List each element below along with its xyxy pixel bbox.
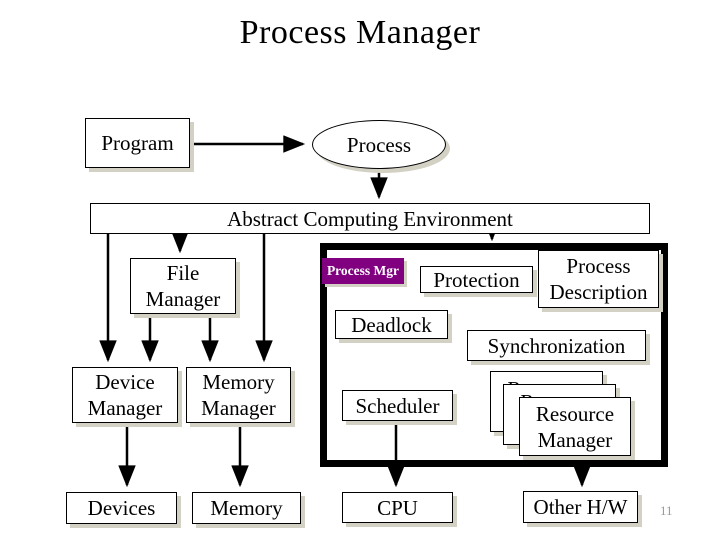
memory-manager-line1: Memory <box>202 370 275 394</box>
device-manager-box: Device Manager <box>72 367 178 423</box>
device-manager-line1: Device <box>95 370 155 394</box>
protection-label: Protection <box>433 267 520 292</box>
devices-box: Devices <box>66 492 177 524</box>
program-box: Program <box>85 118 190 168</box>
scheduler-label: Scheduler <box>355 393 440 418</box>
devices-label: Devices <box>87 496 156 520</box>
abstract-computing-environment-label: Abstract Computing Environment <box>227 206 513 231</box>
process-label: Process <box>346 132 412 157</box>
deadlock-box: Deadlock <box>335 310 448 339</box>
file-manager-line2: Manager <box>145 287 221 311</box>
resource-manager-box: Resource Manager <box>519 397 631 456</box>
memory-box: Memory <box>192 492 301 524</box>
process-description-line2: Description <box>549 280 648 304</box>
synchronization-box: Synchronization <box>467 330 646 361</box>
file-manager-line1: File <box>166 261 200 285</box>
scheduler-box: Scheduler <box>342 390 453 421</box>
deadlock-label: Deadlock <box>351 312 432 337</box>
other-hw-box: Other H/W <box>523 491 638 523</box>
file-manager-box: File Manager <box>130 258 236 314</box>
memory-manager-line2: Manager <box>201 396 276 420</box>
process-description-line1: Process <box>566 254 631 278</box>
protection-box: Protection <box>420 266 533 293</box>
slide-title: Process Manager <box>239 14 481 51</box>
program-label: Program <box>101 131 174 155</box>
synchronization-label: Synchronization <box>487 333 626 358</box>
other-hw-label: Other H/W <box>533 495 628 519</box>
cpu-box: CPU <box>342 492 453 523</box>
process-mgr-tag: Process Mgr <box>322 258 404 284</box>
process-manager-group-outline <box>320 243 668 467</box>
page-number: 11 <box>660 503 673 518</box>
process-mgr-label: Process Mgr <box>326 263 400 278</box>
memory-manager-box: Memory Manager <box>186 367 291 423</box>
abstract-computing-environment-box: Abstract Computing Environment <box>90 203 650 234</box>
resource-manager-line2: Manager <box>537 427 613 452</box>
device-manager-line2: Manager <box>87 396 163 420</box>
cpu-label: CPU <box>377 495 418 520</box>
resource-manager-line1: Resource <box>535 401 615 426</box>
process-description-box: Process Description <box>538 250 659 308</box>
memory-label: Memory <box>210 496 283 520</box>
process-ellipse: Process <box>312 120 446 169</box>
